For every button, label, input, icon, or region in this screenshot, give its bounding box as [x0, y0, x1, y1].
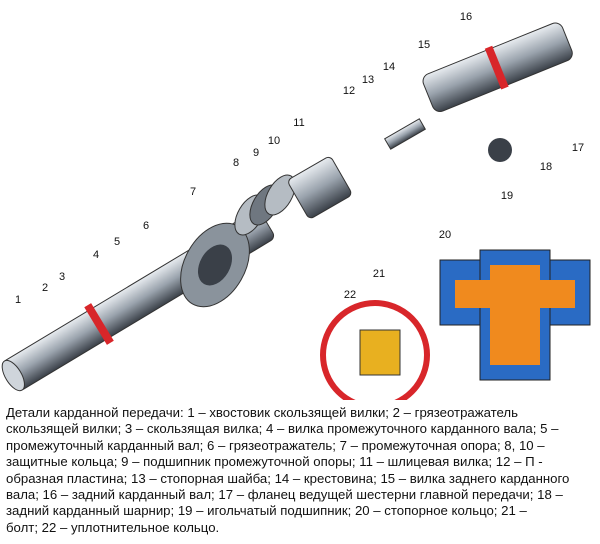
- part-label-13: 13: [361, 74, 375, 86]
- part-label-14: 14: [382, 61, 396, 73]
- part-label-6: 6: [142, 220, 150, 232]
- rear-shaft: [422, 22, 573, 162]
- part-label-11: 11: [293, 117, 305, 129]
- part-label-20: 20: [438, 229, 452, 241]
- part-label-2: 2: [41, 282, 49, 294]
- part-label-19: 19: [500, 190, 514, 202]
- part-label-4: 4: [92, 249, 100, 261]
- part-label-12: 12: [342, 85, 356, 97]
- front-shaft: [1, 118, 427, 392]
- part-label-10: 10: [267, 135, 281, 147]
- part-label-9: 9: [252, 147, 260, 159]
- caption-line: промежуточный карданный вал; 6 – грязеот…: [6, 437, 545, 453]
- caption-line: Детали карданной передачи: 1 – хвостовик…: [6, 405, 518, 420]
- part-label-18: 18: [539, 161, 553, 173]
- figure-caption: Детали карданной передачи: 1 – хвостовик…: [6, 405, 598, 536]
- caption-line: защитные кольца; 9 – подшипник промежуто…: [6, 454, 543, 470]
- caption-line: вала; 16 – задний карданный вал; 17 – фл…: [6, 487, 563, 503]
- part-label-17: 17: [571, 142, 585, 154]
- caption-line: скользящей вилки; 3 – скользящая вилка; …: [6, 421, 559, 437]
- part-label-3: 3: [58, 271, 66, 283]
- part-label-21: 21: [372, 268, 386, 280]
- part-label-1: 1: [14, 294, 22, 306]
- caption-line: образная пластина; 13 – стопорная шайба;…: [6, 470, 570, 486]
- part-label-15: 15: [417, 39, 431, 51]
- caption-line: болт; 22 – уплотнительное кольцо.: [6, 519, 220, 535]
- joint-cutaway: [320, 249, 591, 400]
- part-label-22: 22: [343, 289, 357, 301]
- caption-line: задний карданный шарнир; 19 – игольчатый…: [6, 503, 527, 519]
- part-label-16: 16: [459, 11, 473, 23]
- part-label-8: 8: [232, 157, 240, 169]
- cardan-shaft-exploded-view: [1, 22, 591, 400]
- part-label-7: 7: [189, 186, 197, 198]
- part-label-5: 5: [113, 236, 121, 248]
